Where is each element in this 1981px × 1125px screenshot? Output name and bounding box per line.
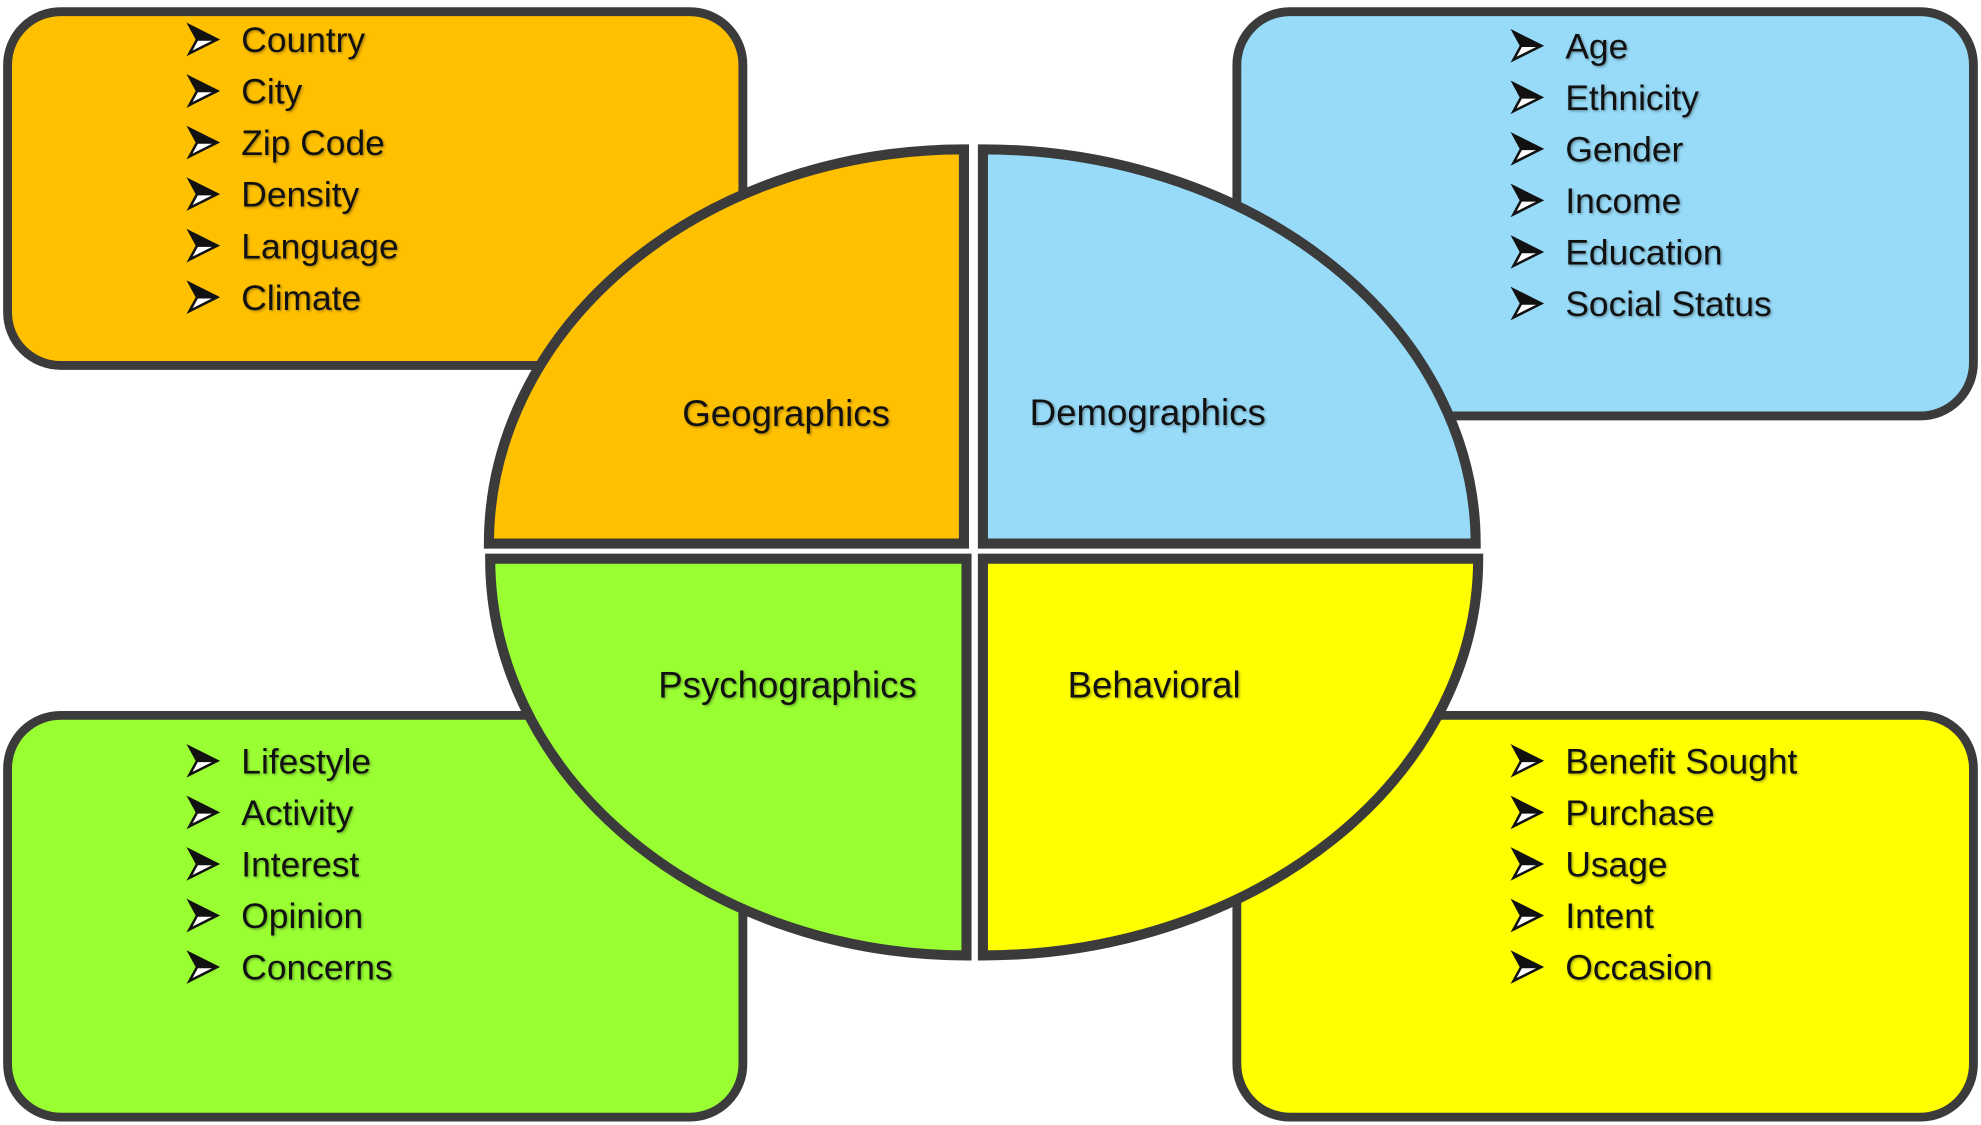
geographics-list-item: Climate [188,279,361,318]
psychographics-list-item: Activity [188,794,354,833]
demographics-list-item: Income [1512,182,1681,221]
demographics-label: Demographics [1030,392,1266,433]
behavioral-quadrant [977,553,1484,961]
psychographics-label: Psychographics [658,665,917,706]
geographics-list-item: Zip Code [188,124,385,163]
behavioral-item-text: Occasion [1565,949,1712,988]
demographics-list-item: Gender [1512,130,1684,169]
geographics-list-item: Country [188,21,365,60]
psychographics-item-text: Opinion [241,897,363,936]
behavioral-box [1232,710,1978,1122]
demographics-list-item: Education [1512,234,1723,273]
behavioral-list-item: Benefit Sought [1512,742,1797,781]
demographics-quadrant [977,144,1481,549]
behavioral-item-text: Usage [1565,846,1667,885]
geographics-item-text: Climate [241,279,361,318]
psychographics-item-text: Lifestyle [241,742,371,781]
demographics-item-text: Social Status [1565,285,1771,324]
behavioral-item-text: Intent [1565,897,1654,936]
geographics-item-text: Country [241,21,365,60]
behavioral-item-text: Purchase [1565,794,1714,833]
demographics-item-text: Education [1565,234,1722,273]
geographics-item-text: City [241,73,302,112]
geographics-quadrant [483,144,970,549]
geographics-list-item: City [188,73,303,112]
psychographics-list-item: Opinion [188,897,363,936]
psychographics-item-text: Interest [241,846,359,885]
psychographics-list-item: Lifestyle [188,742,371,781]
geographics-item-text: Language [241,227,398,266]
psychographics-item-text: Concerns [241,949,392,988]
geographics-list-item: Density [188,176,360,215]
geographics-list-item: Language [188,227,399,266]
behavioral-list-item: Occasion [1512,949,1713,988]
behavioral-list-item: Purchase [1512,794,1715,833]
demographics-list-item: Age [1512,27,1628,66]
behavioral-label: Behavioral [1068,665,1241,706]
behavioral-item-text: Benefit Sought [1565,742,1797,781]
psychographics-box [3,710,748,1122]
demographics-list-item: Ethnicity [1512,79,1699,118]
demographics-item-text: Age [1565,27,1628,66]
psychographics-list-item: Concerns [188,949,393,988]
demographics-list-item: Social Status [1512,285,1772,324]
geographics-label: Geographics [682,393,890,434]
behavioral-list-item: Intent [1512,897,1654,936]
psychographics-item-text: Activity [241,794,353,833]
geographics-item-text: Zip Code [241,124,384,163]
demographics-item-text: Gender [1565,130,1683,169]
demographics-item-text: Ethnicity [1565,79,1699,118]
psychographics-list-item: Interest [188,846,359,885]
demographics-item-text: Income [1565,182,1681,221]
behavioral-list-item: Usage [1512,846,1668,885]
geographics-item-text: Density [241,176,359,215]
psychographics-quadrant [485,553,972,961]
